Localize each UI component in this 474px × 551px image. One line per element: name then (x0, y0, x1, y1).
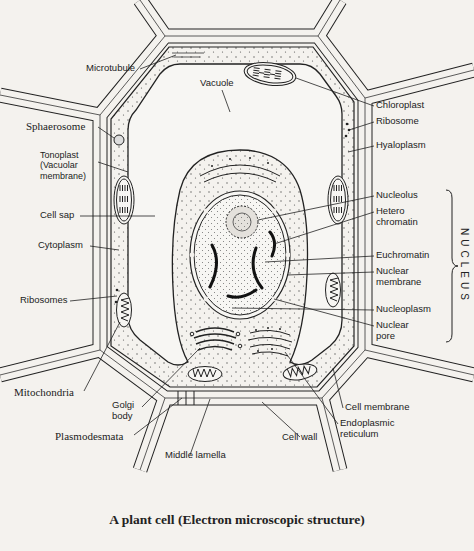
part-label: Nucleoplasm (376, 304, 431, 315)
cell-wall (0, 0, 474, 470)
part-label: Endoplasmic reticulum (340, 418, 400, 440)
leader-lines (70, 55, 374, 455)
golgi-body (190, 328, 242, 350)
nucleus-bracket (446, 190, 458, 342)
part-label: Cell sap (40, 210, 74, 221)
part-label: Nuclear pore (376, 320, 422, 342)
part-label: Microtubule (86, 63, 135, 74)
heterochromatin (210, 232, 275, 297)
nucleus-bracket-label: NUCLEUS (458, 228, 470, 304)
wall-fill (0, 0, 474, 470)
part-label: Cell membrane (345, 402, 409, 413)
part-label: Euchromatin (376, 250, 429, 261)
part-label: Vacuole (200, 78, 234, 89)
plasmodesmata-channel (178, 391, 194, 405)
part-label: Nuclear membrane (376, 266, 426, 288)
nucleolus (226, 206, 258, 238)
nuclear-pore (190, 209, 291, 302)
part-label: Middle lamella (165, 450, 226, 461)
part-label: Nucleolus (376, 190, 418, 201)
part-label: Cell wall (282, 432, 317, 443)
sphaerosome (114, 135, 124, 145)
nucleus (190, 191, 291, 319)
wall-outline (0, 0, 474, 470)
part-label: Golgi body (112, 400, 142, 422)
microtubule (172, 53, 204, 57)
part-label: Ribosomes (20, 295, 68, 306)
part-label: Cytoplasm (38, 240, 83, 251)
vacuole-tonoplast (128, 64, 342, 365)
nucleolus-core (233, 213, 251, 231)
outer-nuclear-membrane (190, 191, 290, 319)
part-label: Hyaloplasm (376, 140, 426, 151)
middle-lamella-line (0, 0, 474, 470)
part-label: Hetero chromatin (376, 206, 426, 228)
part-label: Ribosome (376, 116, 419, 127)
part-label: Tonoplast (Vacuolar membrane) (40, 150, 98, 181)
figure-caption: A plant cell (Electron microscopic struc… (0, 512, 474, 528)
inner-nuclear-membrane (194, 195, 286, 315)
part-label: Chloroplast (376, 100, 424, 111)
part-label: Plasmodesmata (55, 430, 123, 443)
part-label: Mitochondria (14, 386, 74, 399)
cell-membrane (111, 47, 354, 387)
part-label: Sphaerosome (26, 120, 85, 133)
